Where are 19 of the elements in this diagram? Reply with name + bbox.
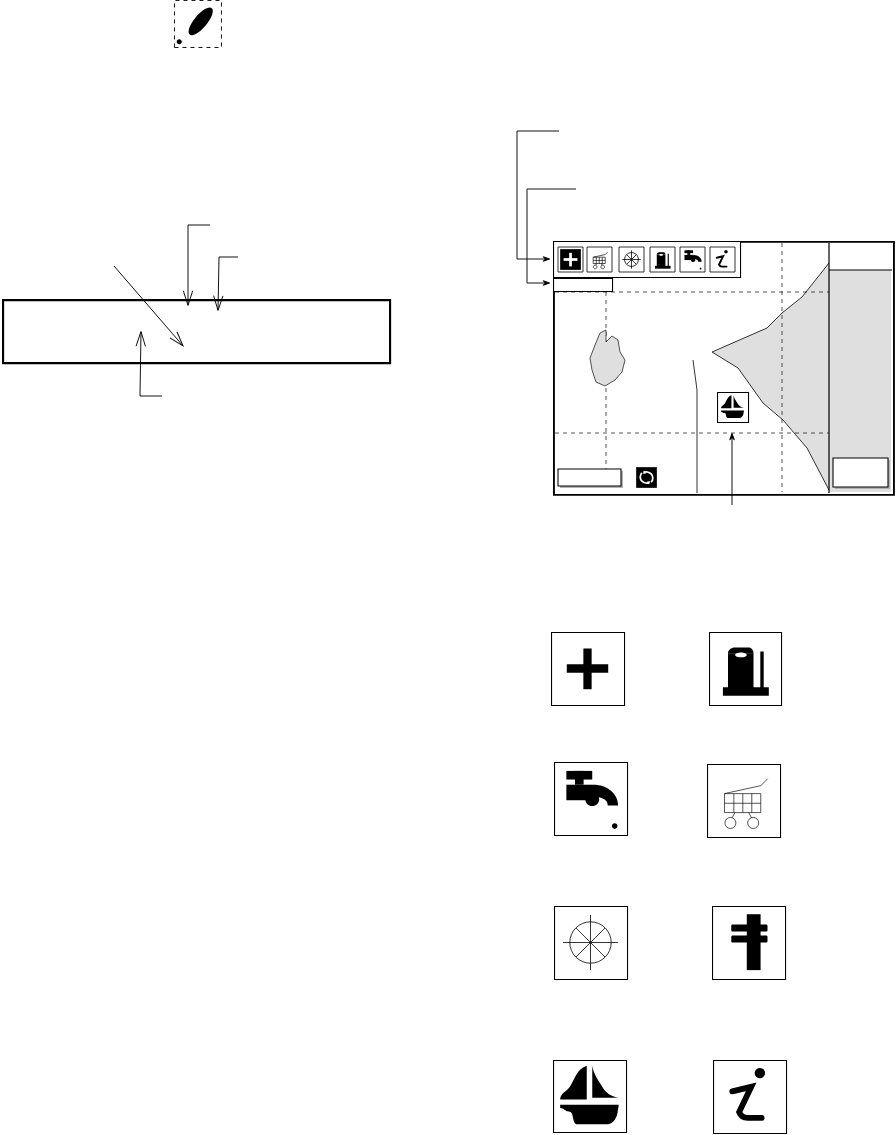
- sailboat-icon: [553, 1060, 628, 1134]
- info-icon: [713, 1060, 788, 1135]
- water-tap-icon: [554, 762, 629, 837]
- bollard-icon: [712, 906, 787, 981]
- first-aid-icon: [551, 632, 626, 707]
- leader-line: [516, 130, 560, 262]
- leader-line: [213, 256, 239, 311]
- leader-line: [135, 331, 163, 397]
- window-box: [2, 299, 392, 365]
- leader-line: [113, 265, 184, 347]
- leader-line: [526, 188, 577, 286]
- sailboat-icon: [717, 392, 750, 424]
- fuel-pump-icon: [709, 632, 783, 707]
- leader-line: [182, 224, 211, 306]
- shopping-cart-icon: [707, 764, 782, 839]
- wheel-icon: [554, 906, 629, 981]
- status-bar: [553, 278, 614, 293]
- leader-line: [729, 432, 735, 506]
- marker-icon: [174, 0, 222, 48]
